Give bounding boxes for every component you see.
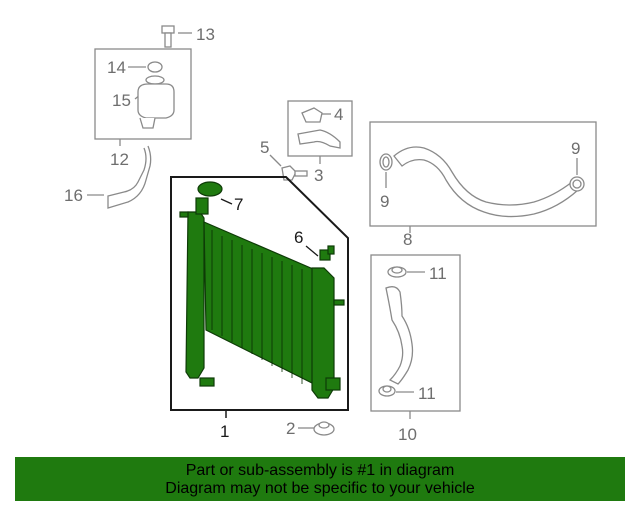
callout-12: 12 (110, 150, 129, 169)
part-3-bracket[interactable] (297, 129, 341, 149)
callout-16: 16 (64, 186, 83, 205)
group-box-12 (94, 48, 192, 140)
callout-11-bottom: 11 (418, 384, 436, 403)
group-box-1 (170, 176, 349, 411)
callout-7: 7 (234, 195, 243, 214)
part-11-clamp-top[interactable] (387, 266, 407, 278)
part-11-clamp-bottom[interactable] (378, 385, 396, 397)
parts-diagram: 13 12 14 15 16 4 3 5 9 (64, 25, 597, 444)
banner-line-2: Diagram may not be specific to your vehi… (165, 480, 475, 497)
part-4-nut[interactable] (301, 107, 323, 123)
part-9-clamp-right[interactable] (569, 176, 585, 192)
callout-14: 14 (107, 58, 126, 77)
callout-8: 8 (403, 230, 412, 249)
callout-5: 5 (260, 138, 269, 157)
callout-6: 6 (294, 228, 303, 247)
part-6-drain-plug[interactable] (319, 245, 335, 261)
part-1-radiator[interactable] (179, 197, 345, 399)
group-box-10 (370, 254, 461, 412)
callout-9-left: 9 (380, 192, 389, 211)
callout-11-top: 11 (429, 264, 447, 283)
callout-10: 10 (398, 425, 417, 444)
info-banner: Part or sub-assembly is #1 in diagram Di… (15, 457, 625, 501)
part-10-hose[interactable] (385, 286, 414, 385)
part-7-cap[interactable] (197, 181, 223, 197)
part-16-bracket[interactable] (107, 145, 152, 209)
part-14-cap[interactable] (147, 61, 163, 73)
part-2-grommet[interactable] (313, 421, 335, 436)
callout-1: 1 (220, 422, 229, 441)
callout-3: 3 (314, 166, 323, 185)
banner-line-1: Part or sub-assembly is #1 in diagram (185, 462, 455, 479)
part-15-reservoir[interactable] (137, 75, 175, 129)
callout-15: 15 (112, 91, 131, 110)
part-9-clamp-left[interactable] (379, 153, 393, 171)
callout-9-right: 9 (571, 139, 580, 158)
callout-2: 2 (286, 419, 295, 438)
callout-13: 13 (196, 25, 215, 44)
group-box-8 (369, 121, 597, 227)
part-13-bolt[interactable] (161, 25, 192, 48)
part-8-hose[interactable] (393, 146, 579, 218)
callout-4: 4 (334, 105, 343, 124)
